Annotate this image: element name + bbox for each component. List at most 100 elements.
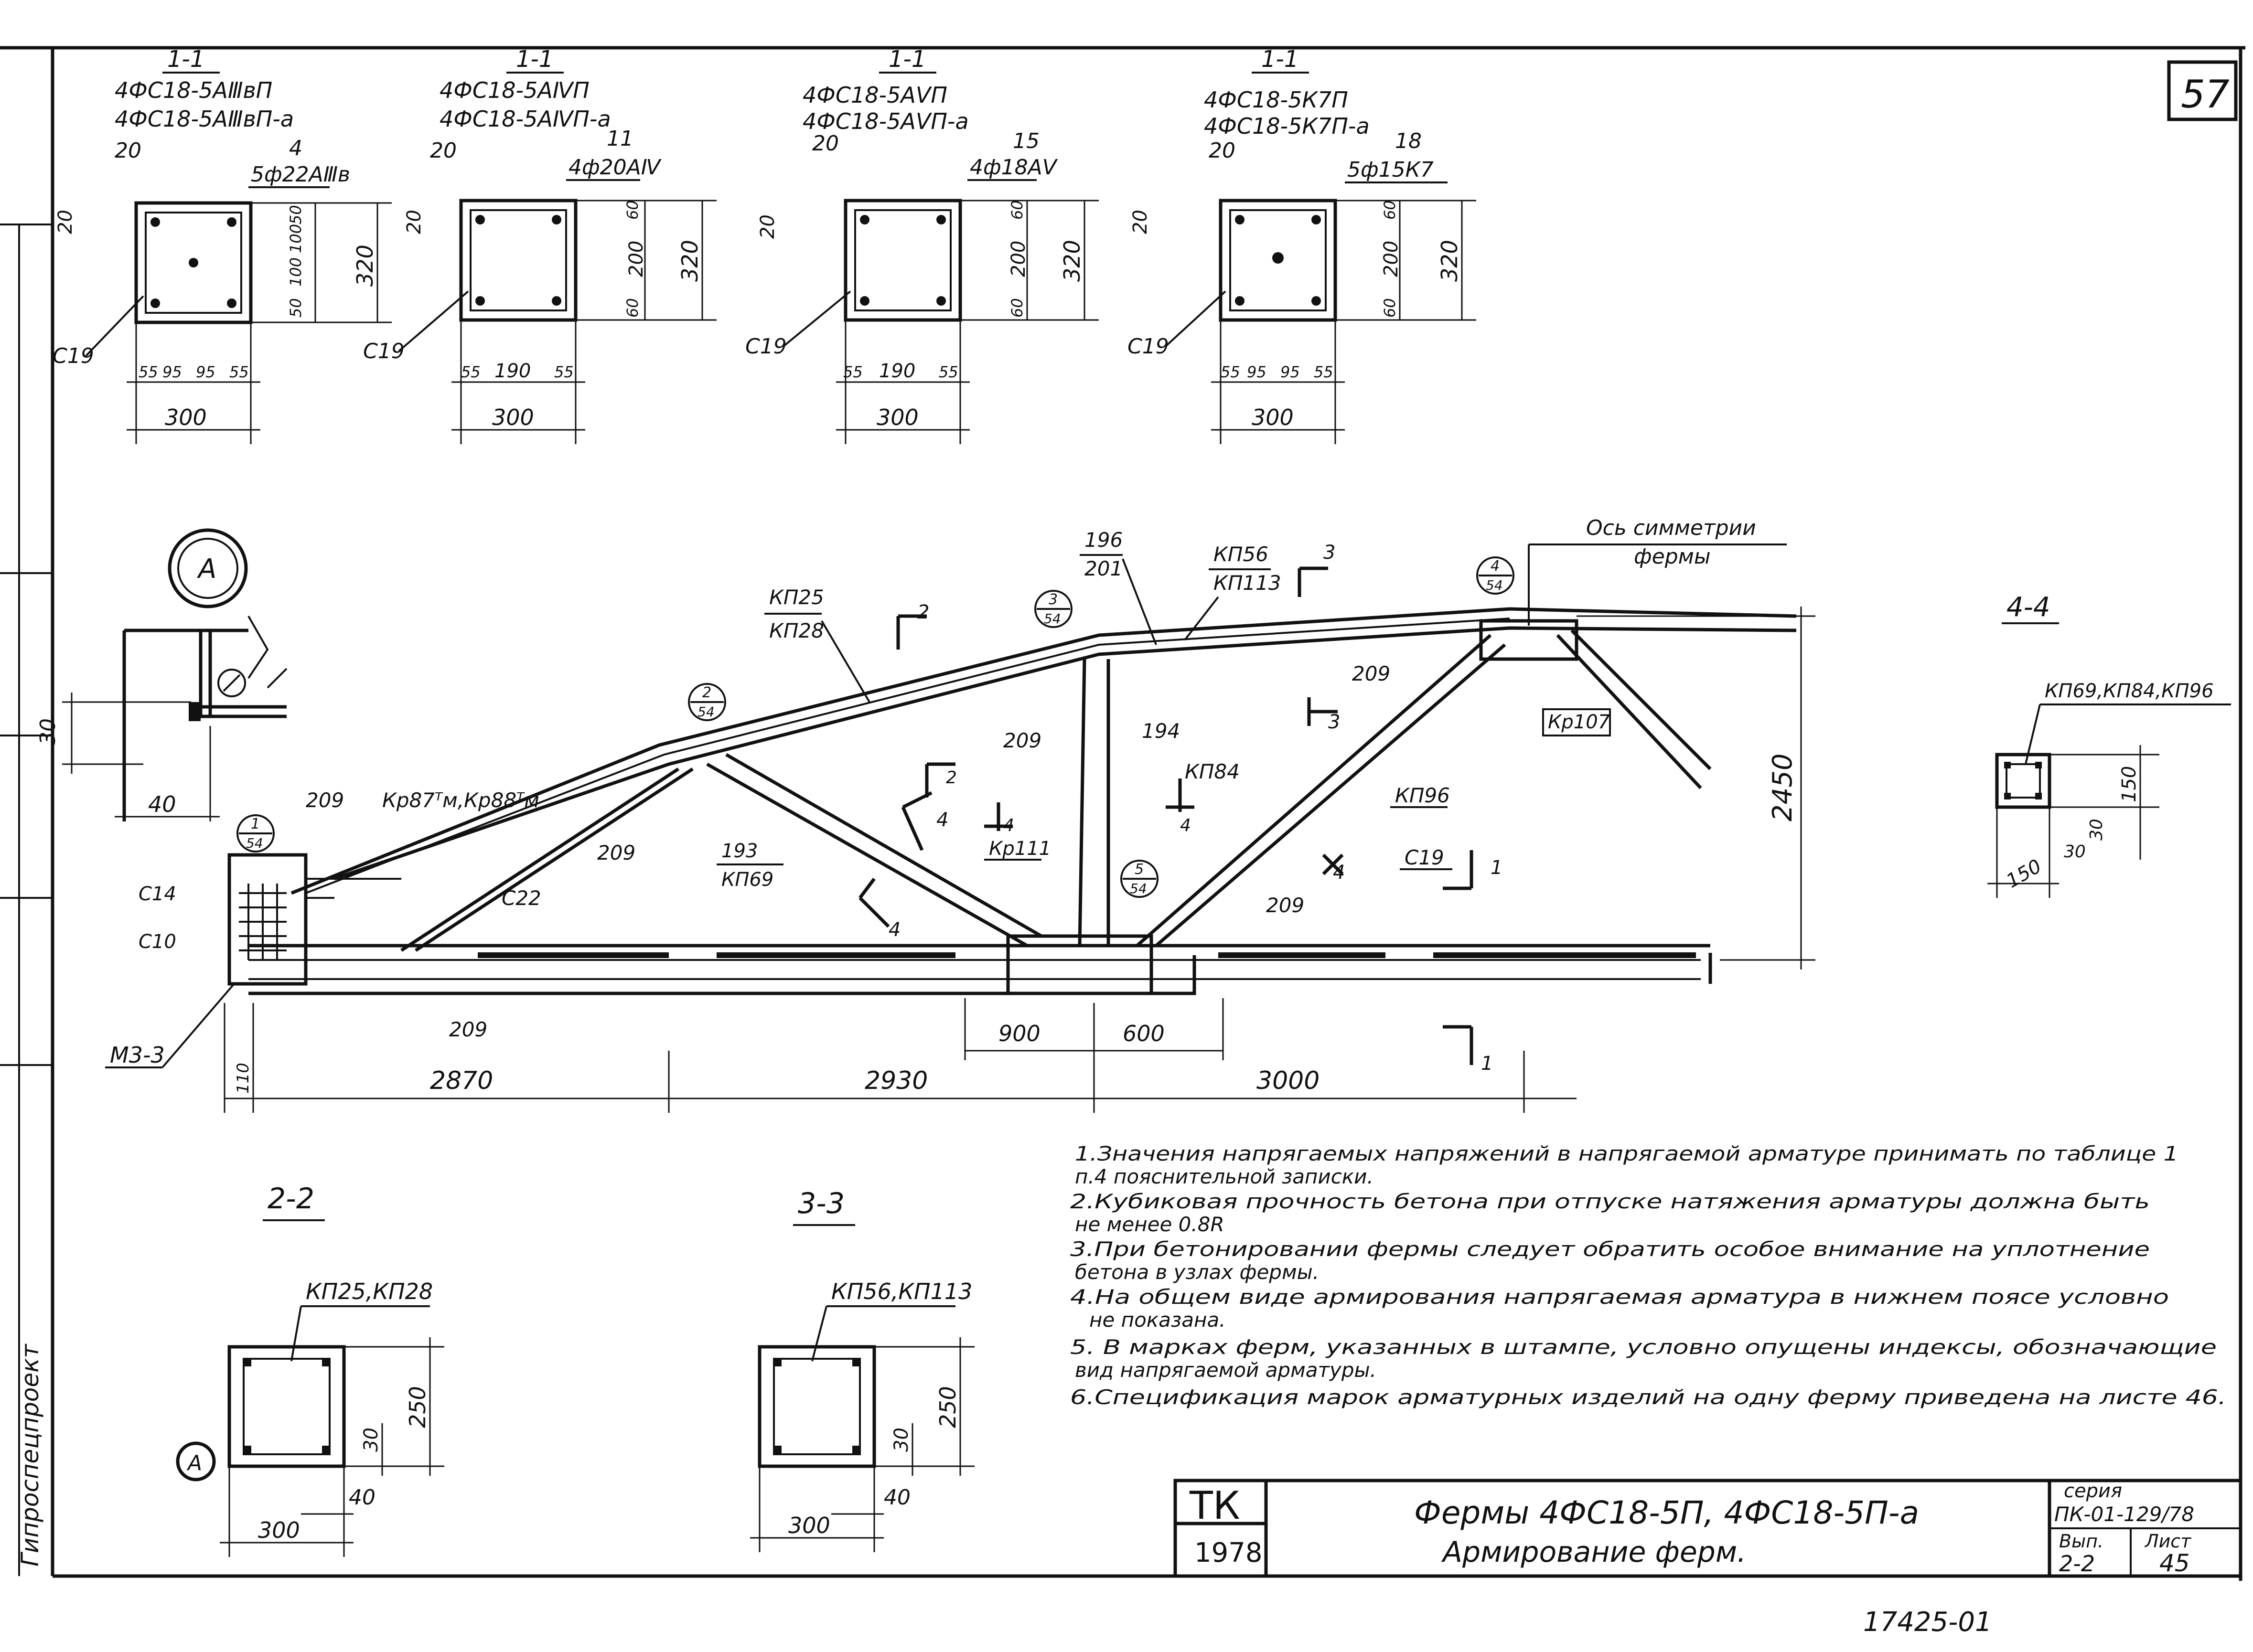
section-2-2: 2-2 КП25,КП28 30 250 40 300 А <box>176 1182 444 1557</box>
section-2-2-d3: 40 <box>349 1485 376 1510</box>
dim-h-2: 190 <box>879 360 915 382</box>
sheet-number-box: 57 <box>2167 60 2238 121</box>
clip-mark: С19 <box>53 344 94 368</box>
truss-elevation: Ось симметрии фермы 2450 110 2870 2930 3… <box>105 516 1815 1113</box>
cover-dim: 20 <box>115 139 141 163</box>
section-mark-1: 4ФС18-5АⅤП <box>803 82 947 108</box>
section-outline <box>134 201 253 324</box>
section-mark-2: 4ФС18-5К7П-а <box>1204 113 1370 139</box>
note-line-2: п.4 пояснительной записки. <box>1075 1165 1373 1188</box>
pos-number: 15 <box>1013 129 1040 153</box>
label-kr87: Кр87ᵀм,Кр88ᵀм <box>382 789 539 812</box>
svg-text:2: 2 <box>702 684 711 701</box>
label-209-e: 209 <box>1266 894 1304 917</box>
svg-text:54: 54 <box>1486 577 1503 593</box>
section-mark-1: 4ФС18-5АⅣП <box>440 77 590 103</box>
diagonal-right <box>1136 634 1492 947</box>
issue-value: 2-2 <box>2059 1551 2095 1577</box>
height-dim: 320 <box>677 240 703 282</box>
section-4-4-d3: 30 <box>2064 842 2086 862</box>
section-2-2-node: А <box>186 1451 202 1475</box>
note-line-4: не менее 0.8R <box>1075 1213 1224 1236</box>
section-4-4-d2: 30 <box>2087 819 2106 841</box>
svg-text:4: 4 <box>889 919 901 941</box>
svg-text:4: 4 <box>1333 862 1345 884</box>
label-209-f: 209 <box>449 1018 487 1041</box>
section-mark-2: 4ФС18-5АⅢвП-а <box>115 106 294 132</box>
dim-h-2: 95 <box>162 363 182 381</box>
top-dim: 20 <box>757 214 779 239</box>
dim-v-2: 100 <box>287 224 305 253</box>
note-line-9: 5. В марках ферм, указанных в штампе, ус… <box>1070 1335 2217 1359</box>
section-outline <box>1219 199 1337 322</box>
svg-text:2: 2 <box>946 768 957 788</box>
cover-dim: 20 <box>812 131 839 156</box>
label-kp28: КП28 <box>769 619 824 642</box>
section-2-2-title: 2-2 <box>268 1182 314 1215</box>
dim-v-2: 200 <box>1008 241 1030 277</box>
dim-v-3: 60 <box>623 298 642 318</box>
dim-h-3: 95 <box>1280 363 1300 381</box>
height-dim: 320 <box>352 245 378 287</box>
svg-text:4: 4 <box>1180 816 1191 835</box>
year: 1978 <box>1194 1537 1263 1568</box>
clip-mark: С19 <box>1127 334 1169 359</box>
title-line-2: Армирование ферм. <box>1441 1535 1746 1569</box>
dim-v-3: 60 <box>1381 298 1399 318</box>
label-196: 196 <box>1084 528 1123 552</box>
note-line-10: вид напрягаемой арматуры. <box>1075 1358 1376 1382</box>
svg-text:2: 2 <box>917 601 929 623</box>
label-kr111: Кр111 <box>989 838 1051 860</box>
dim-h-2: 190 <box>494 360 531 382</box>
dim-h-3: 55 <box>939 363 958 381</box>
dim-v-4: 50 <box>287 298 305 318</box>
label-c19: С19 <box>1405 846 1444 869</box>
section-3-3-d3: 40 <box>884 1485 911 1510</box>
label-193: 193 <box>721 840 758 862</box>
section-title: 1-1 <box>1261 46 1298 73</box>
issue-label: Вып. <box>2059 1531 2103 1552</box>
dim-h-4: 55 <box>1314 363 1333 381</box>
org-code: ТК <box>1189 1483 1240 1528</box>
dim-v-1: 60 <box>623 200 642 220</box>
note-line-1: 1.Значения напрягаемых напряжений в напр… <box>1075 1142 2178 1165</box>
rebar-spec: 4ф20АⅣ <box>569 155 662 180</box>
diagonal-mid-left <box>706 762 1028 948</box>
dim-v-2: 200 <box>625 241 647 277</box>
sheet-frame: Гипроспецпроект <box>0 46 2245 1581</box>
section-mark-3: 3 3 <box>1298 542 1340 733</box>
section-3-3-mark: КП56,КП113 <box>831 1279 972 1304</box>
callout-3: 3 54 <box>1034 590 1073 628</box>
label-209-d: 209 <box>306 789 344 812</box>
width-dim: 300 <box>877 405 919 430</box>
note-line-3: 2.Кубиковая прочность бетона при отпуске… <box>1070 1190 2150 1213</box>
label-c22: С22 <box>502 886 541 910</box>
section-4-4-title: 4-4 <box>2006 592 2050 623</box>
svg-text:3: 3 <box>1328 711 1340 733</box>
top-chord <box>290 607 1797 895</box>
bottom-stamp: 17425-01 <box>1863 1607 1992 1638</box>
top-dim: 20 <box>403 210 425 234</box>
callout-1: 1 54 <box>236 814 275 853</box>
sheet-label: Лист <box>2144 1531 2192 1552</box>
svg-text:3: 3 <box>1049 591 1058 608</box>
cover-dim: 20 <box>1209 139 1235 163</box>
sheet-number: 57 <box>2181 72 2230 117</box>
dim-h-1: 55 <box>843 363 863 381</box>
dim-h-4: 55 <box>229 363 249 381</box>
width-dim: 300 <box>1252 405 1294 430</box>
section-2-2-width: 300 <box>258 1517 300 1543</box>
label-c14: С14 <box>139 883 176 905</box>
truss-height: 2450 <box>1767 753 1798 821</box>
svg-text:54: 54 <box>1130 881 1147 896</box>
node-a-label: А <box>197 554 216 585</box>
section-4-4-d4: 150 <box>2003 855 2045 893</box>
section-4-4: 4-4 КП69,КП84,КП96 150 30 30 150 <box>1987 592 2231 898</box>
svg-text:54: 54 <box>246 835 263 851</box>
section-mark-1: 1 1 <box>1443 850 1502 1075</box>
label-kp56: КП56 <box>1213 543 1268 566</box>
dim-h-1: 55 <box>1221 363 1240 381</box>
diagonal-end <box>1556 629 1712 789</box>
label-kp113: КП113 <box>1213 571 1281 595</box>
